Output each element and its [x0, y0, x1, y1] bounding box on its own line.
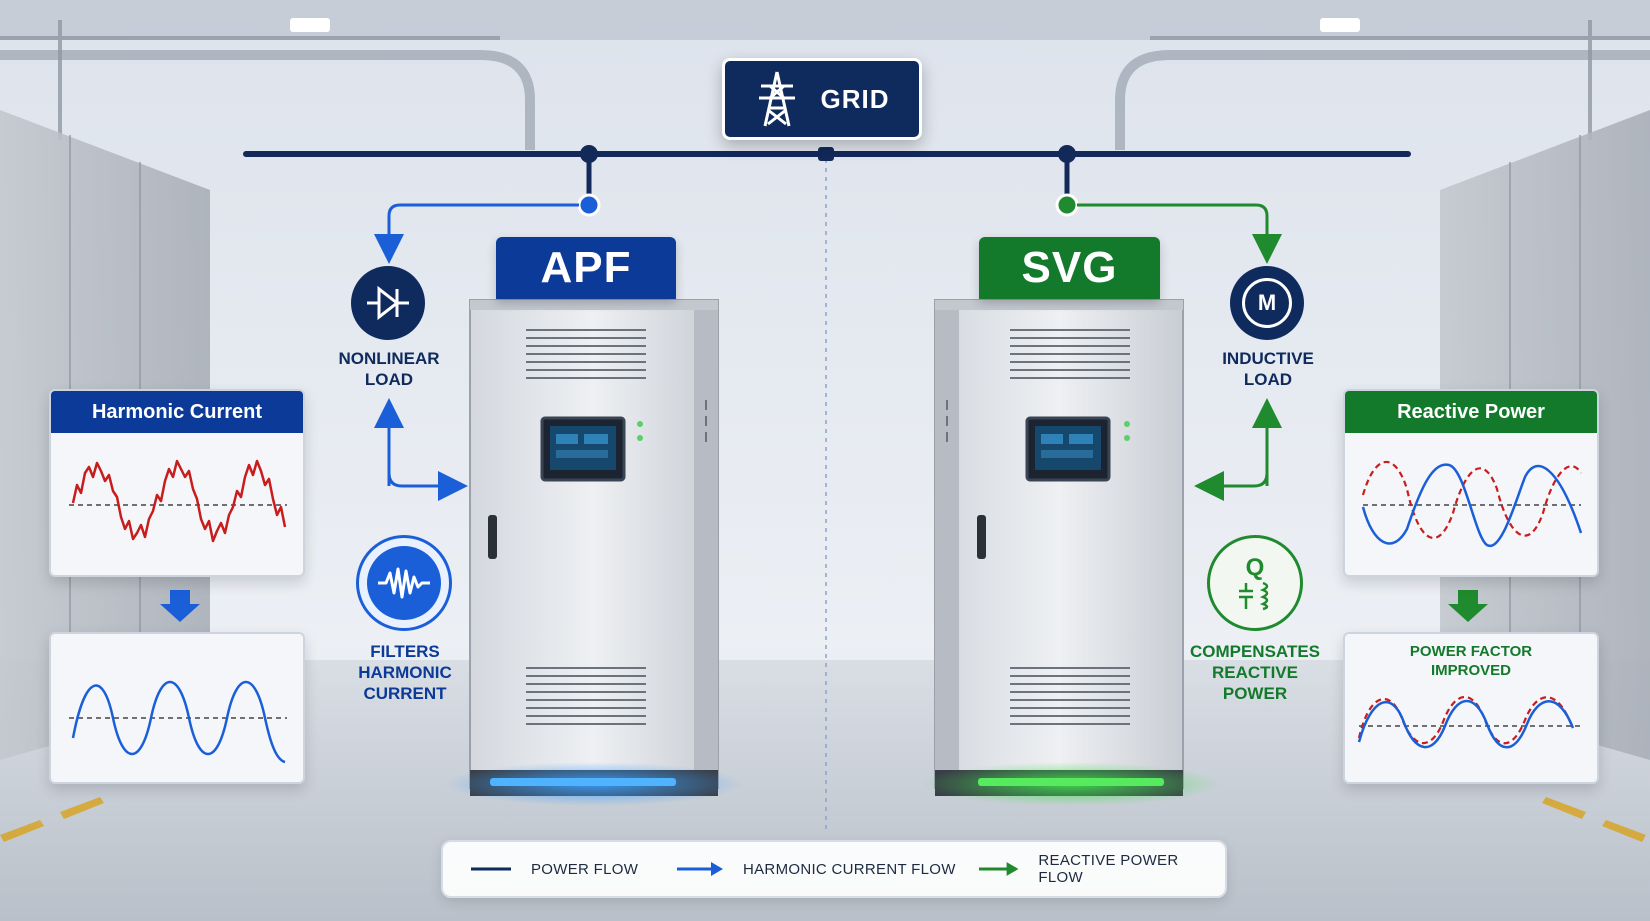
transmission-tower-icon — [758, 71, 795, 127]
phase-shift-plot — [1361, 460, 1583, 547]
legend-power-flow: POWER FLOW — [469, 842, 638, 896]
power-factor-caption: POWER FACTOR IMPROVED — [1409, 643, 1533, 679]
harmonic-current-title: Harmonic Current — [51, 391, 303, 433]
in-phase-wave-plot — [1357, 695, 1583, 749]
reactive-power-panel: Reactive Power — [1343, 389, 1599, 577]
legend-harmonic-flow: HARMONIC CURRENT FLOW — [675, 842, 956, 896]
filters-harmonic-node — [356, 535, 452, 631]
legend-reactive-flow: REACTIVE POWER FLOW — [977, 842, 1225, 896]
svg-title: SVG — [979, 237, 1160, 299]
sine-wave-plot — [69, 681, 287, 764]
filters-harmonic-label: FILTERS HARMONIC CURRENT — [358, 642, 452, 703]
grid-node: GRID — [722, 58, 922, 140]
filtered-current-panel — [49, 632, 305, 784]
nonlinear-load-label: NONLINEAR LOAD — [338, 349, 440, 389]
reactive-flow-arrow-icon — [978, 862, 1019, 876]
harmonic-wave-icon — [367, 546, 441, 620]
inductive-load-node: M — [1230, 266, 1304, 340]
apf-cabinet — [444, 299, 744, 806]
reactive-q-icon: Q — [1233, 555, 1277, 611]
compensates-reactive-label: COMPENSATES REACTIVE POWER — [1189, 642, 1321, 703]
reactive-power-title: Reactive Power — [1345, 391, 1597, 433]
diode-icon — [367, 285, 409, 321]
down-arrow-icon — [160, 590, 200, 622]
svg-cabinet — [921, 299, 1221, 806]
distorted-wave-plot — [69, 459, 287, 543]
down-arrow-icon — [1448, 590, 1488, 622]
power-factor-panel: POWER FACTOR IMPROVED — [1343, 632, 1599, 784]
power-flow-line-icon — [471, 867, 511, 871]
legend: POWER FLOW HARMONIC CURRENT FLOW REACTIV… — [441, 840, 1227, 898]
inductive-load-label: INDUCTIVE LOAD — [1222, 349, 1314, 389]
nonlinear-load-node — [351, 266, 425, 340]
apf-title: APF — [496, 237, 676, 299]
harmonic-current-panel: Harmonic Current — [49, 389, 305, 577]
motor-icon: M — [1242, 278, 1292, 328]
grid-label: GRID — [820, 83, 890, 114]
harmonic-flow-arrow-icon — [677, 862, 723, 876]
compensates-reactive-node: Q — [1207, 535, 1303, 631]
